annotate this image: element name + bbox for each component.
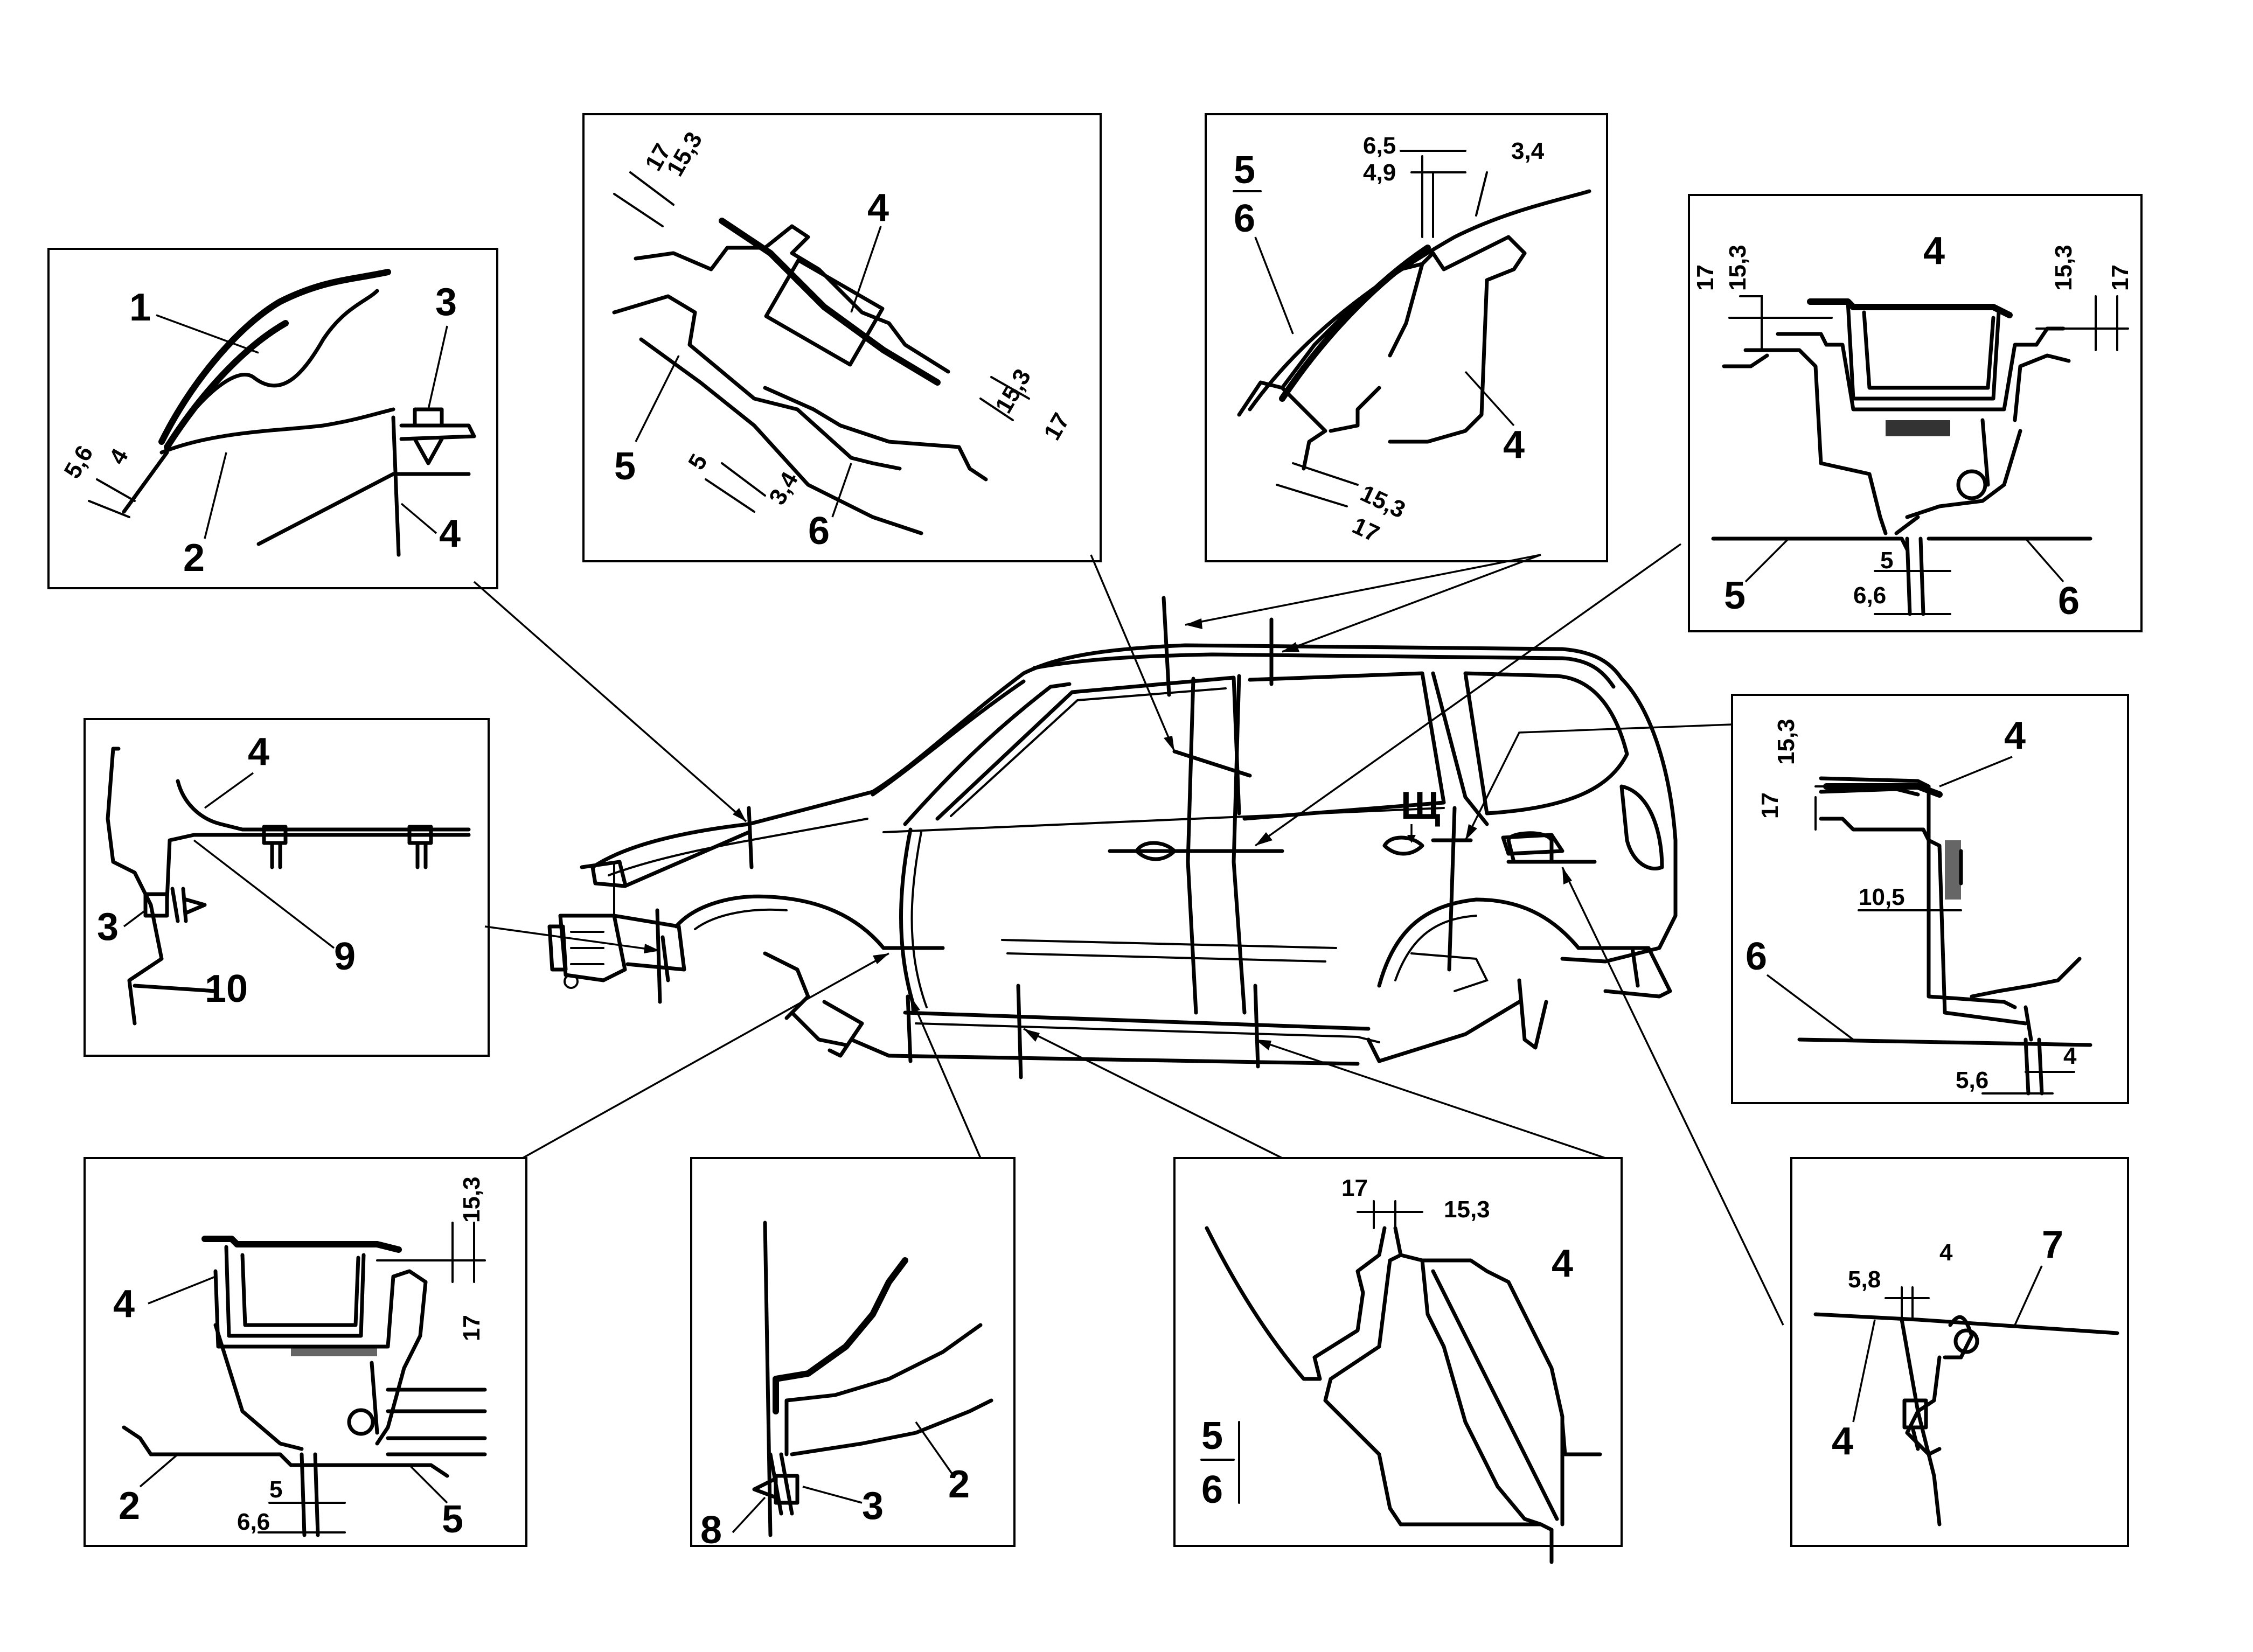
label-fbot-3: 3 <box>862 1484 884 1528</box>
dim-roof-front-5: 5 <box>683 450 713 475</box>
label-rdoor-4: 4 <box>2004 714 2026 757</box>
dim-sill-17: 17 <box>1341 1175 1368 1201</box>
dim-rdoor-17: 17 <box>1757 792 1783 819</box>
dim-fuel-58: 5,8 <box>1848 1266 1881 1293</box>
dim-fdoor-153b: 15,3 <box>2050 245 2077 291</box>
section-mark-label: Щ <box>1401 784 1440 827</box>
label-fdoor-4: 4 <box>1923 229 1945 273</box>
panel-fender-bottom: 8 3 2 <box>690 1157 1016 1552</box>
panel-rear-door: 15,3 17 10,5 5,6 4 4 6 <box>1731 694 2129 1104</box>
label-fender-9: 9 <box>334 935 356 978</box>
dim-fuel-4: 4 <box>1939 1239 1953 1266</box>
dim-roof-rear-34: 3,4 <box>1511 138 1545 164</box>
label-fbot-2: 2 <box>948 1463 970 1506</box>
label-fpb-4: 4 <box>113 1282 135 1326</box>
dim-fdoor-17b: 17 <box>2107 264 2133 291</box>
label-roof-rear-6: 6 <box>1234 197 1255 240</box>
label-fpb-5: 5 <box>442 1498 463 1541</box>
label-fbot-8: 8 <box>700 1509 722 1552</box>
dim-rdoor-153: 15,3 <box>1773 719 1799 765</box>
dim-hood-a: 5,6 <box>59 441 99 483</box>
label-rdoor-6: 6 <box>1746 935 1767 978</box>
label-fdoor-6: 6 <box>2058 580 2080 623</box>
dim-roof-rear-17: 17 <box>1348 512 1383 547</box>
panel-front-fender: 4 3 9 10 <box>84 718 490 1057</box>
label-fender-4: 4 <box>248 730 269 773</box>
label-roof-rear-5: 5 <box>1234 149 1255 192</box>
label-fender-3: 3 <box>97 905 119 949</box>
panel-hood-front: 5,6 4 1 2 3 4 <box>47 248 498 589</box>
panel-roof-rear: 6,5 4,9 3,4 15,3 17 5 6 4 <box>1205 113 1608 562</box>
dim-fpb-153: 15,3 <box>458 1176 485 1223</box>
panel-front-door-top: 17 15,3 15,3 17 5 6,6 4 5 6 <box>1688 194 2143 632</box>
dim-rdoor-4: 4 <box>2063 1043 2077 1069</box>
dim-fpb-66: 6,6 <box>237 1509 270 1535</box>
label-sill-6: 6 <box>1201 1468 1223 1511</box>
section-markers: Щ <box>655 596 1597 1079</box>
label-sill-5: 5 <box>1201 1414 1223 1458</box>
dim-fpb-5: 5 <box>269 1476 282 1503</box>
label-roof-rear-4: 4 <box>1503 423 1525 466</box>
dim-fdoor-153a: 15,3 <box>1724 245 1751 291</box>
label-fuel-4: 4 <box>1832 1420 1853 1463</box>
label-sill-4: 4 <box>1552 1242 1573 1285</box>
dim-roof-front-17b: 17 <box>1039 409 1075 445</box>
label-hood-1: 1 <box>129 286 151 329</box>
dim-hood-b: 4 <box>104 444 134 469</box>
label-roof-front-4: 4 <box>867 186 889 229</box>
dim-sill-153: 15,3 <box>1444 1196 1490 1223</box>
label-hood-2: 2 <box>183 536 205 580</box>
label-hood-4: 4 <box>439 512 461 555</box>
dim-rdoor-56: 5,6 <box>1956 1067 1988 1093</box>
panel-sill: 17 15,3 4 5 6 <box>1173 1157 1623 1564</box>
dim-fpb-17: 17 <box>458 1315 485 1341</box>
dim-roof-rear-65: 6,5 <box>1363 133 1396 159</box>
dim-fdoor-17a: 17 <box>1692 264 1719 291</box>
label-fdoor-5: 5 <box>1724 574 1746 617</box>
panel-roof-front: 17 15,3 15,3 17 5 3,4 4 5 6 <box>582 113 1102 562</box>
car-side-view <box>547 643 1678 1066</box>
label-fender-10: 10 <box>205 967 248 1010</box>
panel-fuel-door: 5,8 4 7 4 <box>1790 1157 2129 1547</box>
label-roof-front-5: 5 <box>614 445 636 488</box>
dim-rdoor-105: 10,5 <box>1859 884 1905 910</box>
dim-roof-rear-49: 4,9 <box>1363 159 1396 186</box>
label-hood-3: 3 <box>435 281 457 324</box>
dim-fdoor-5: 5 <box>1880 547 1893 574</box>
label-fpb-2: 2 <box>119 1484 140 1528</box>
leader-lines <box>473 543 1784 1326</box>
dim-fdoor-66: 6,6 <box>1853 582 1886 609</box>
label-roof-front-6: 6 <box>808 510 830 553</box>
label-fuel-7: 7 <box>2042 1223 2063 1266</box>
panel-front-pillar-bottom: 15,3 17 5 6,6 4 2 5 <box>84 1157 527 1547</box>
